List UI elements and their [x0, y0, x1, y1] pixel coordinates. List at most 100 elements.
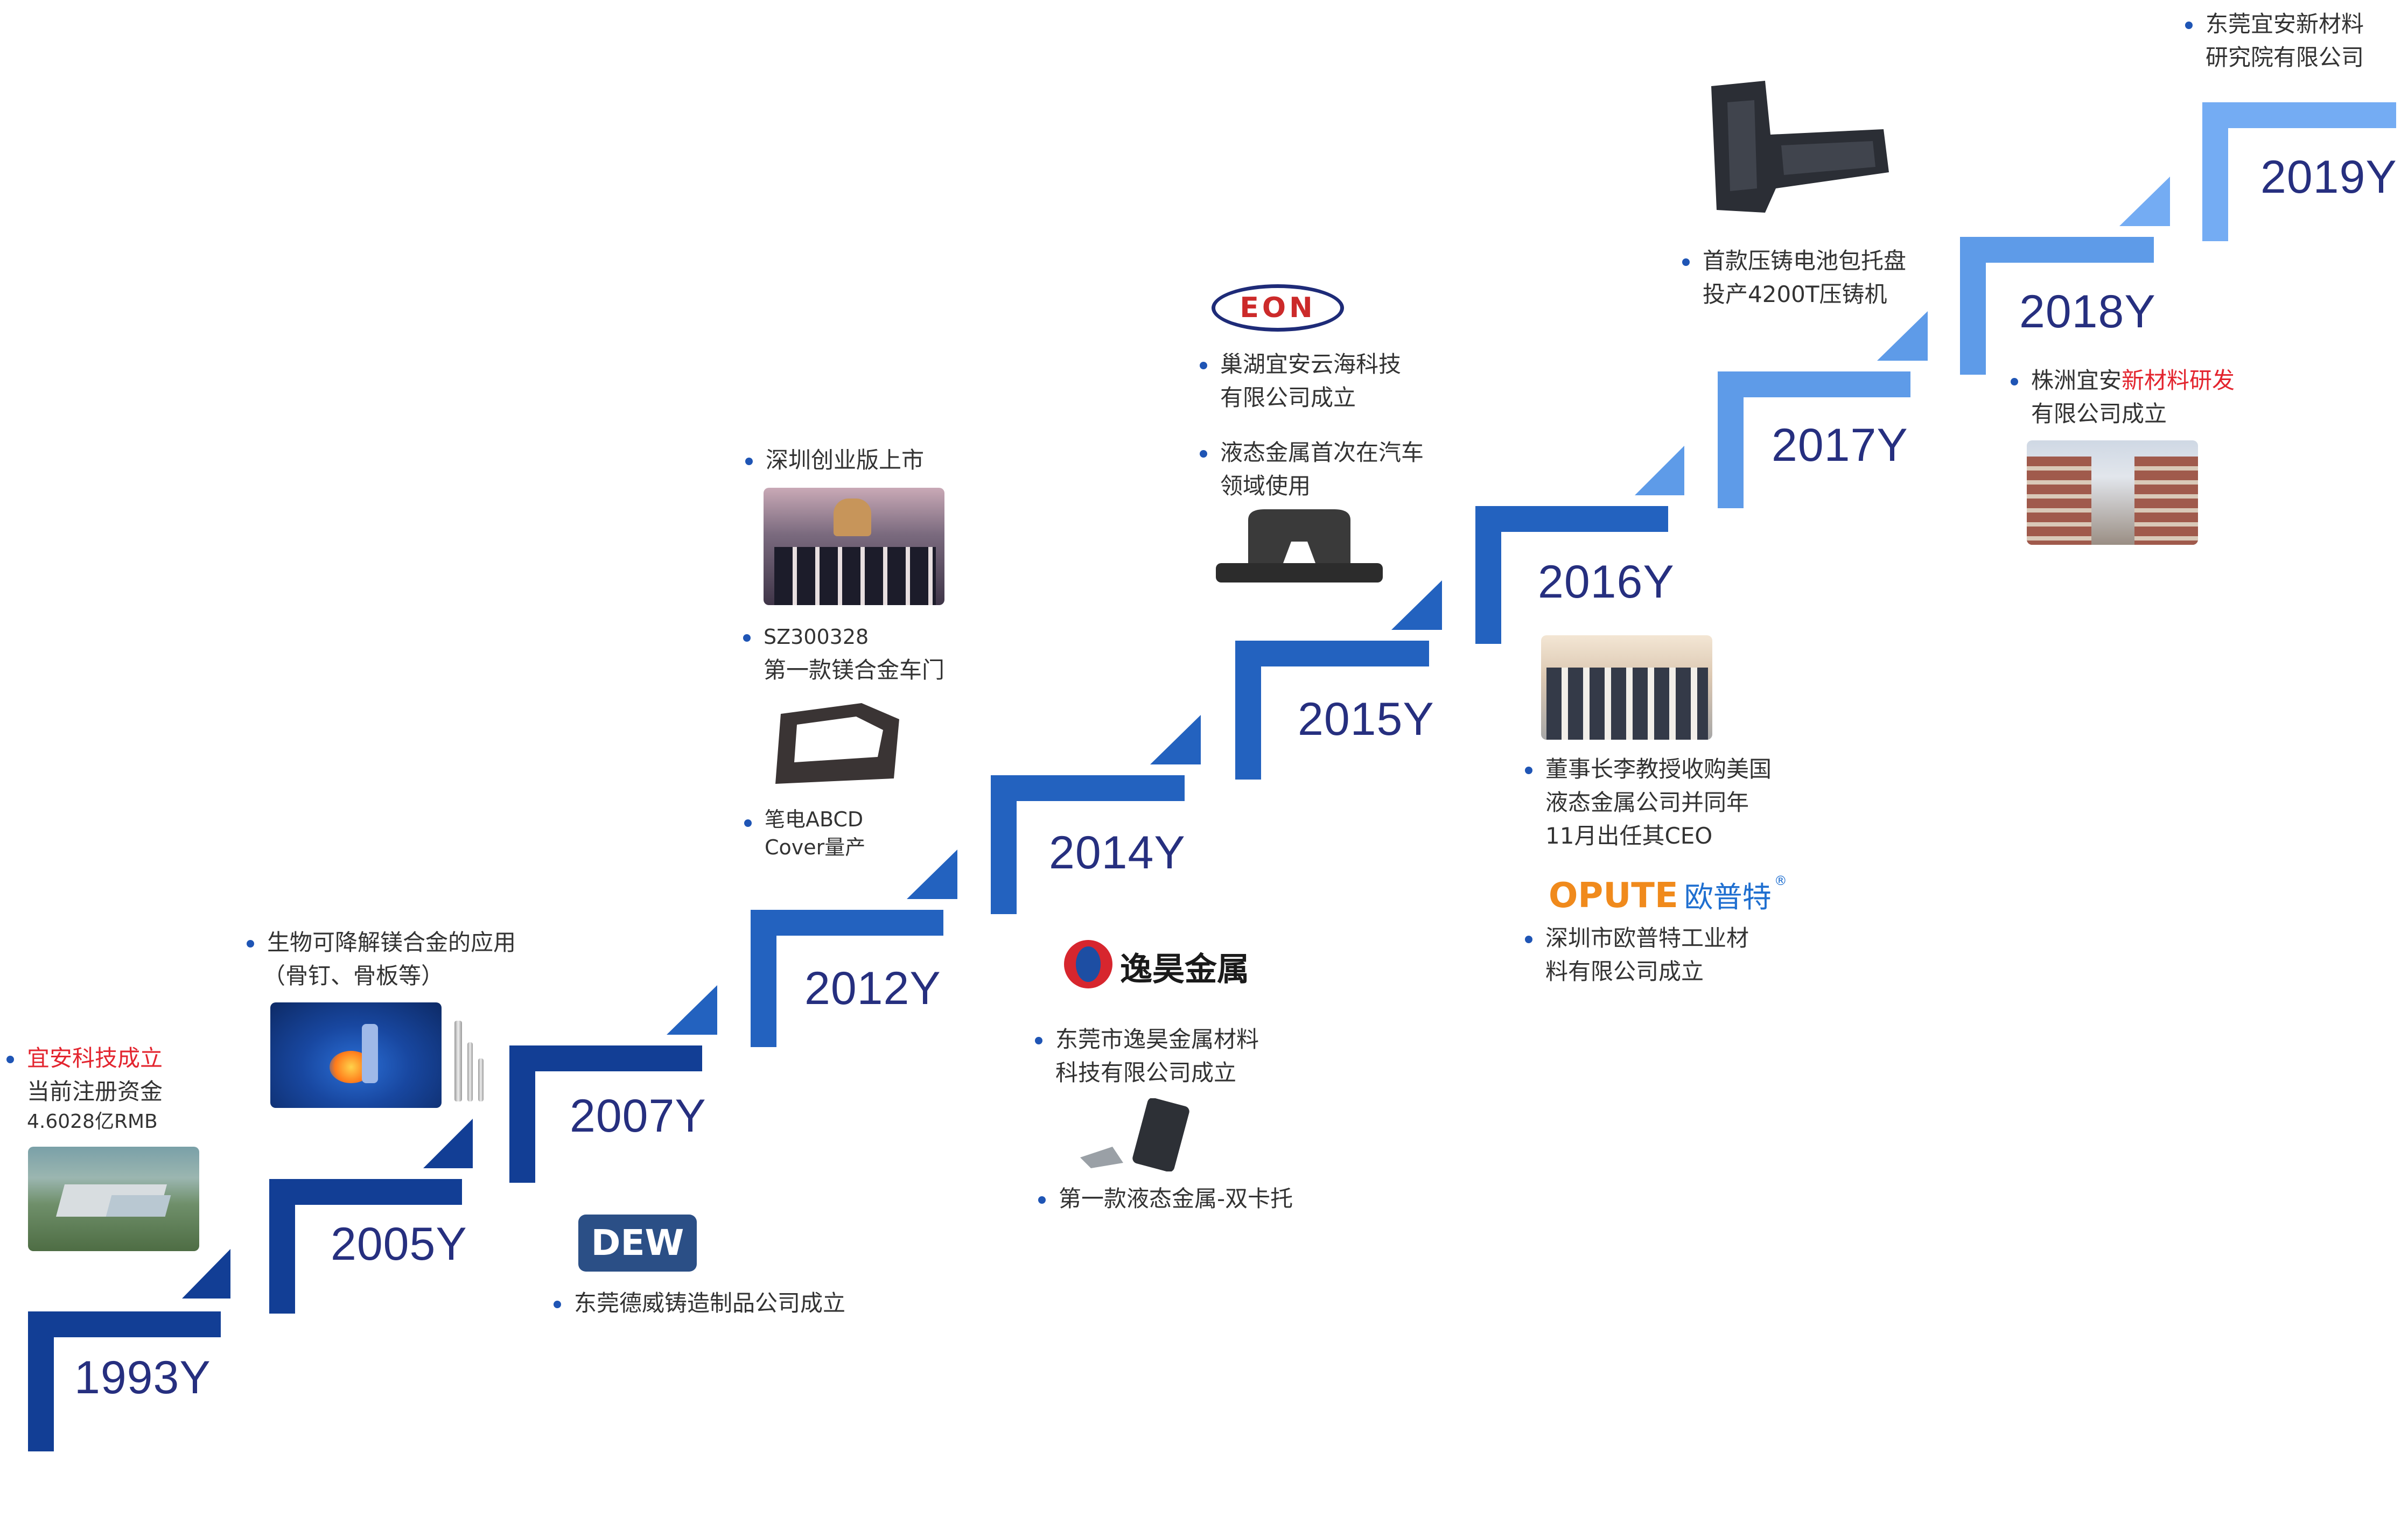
event-2016-item1-line3: 11月出任其CEO — [1545, 823, 1713, 849]
bullet-icon — [6, 1056, 14, 1063]
event-2016-item1: 董事长李教授收购美国 液态金属公司并同年 11月出任其CEO — [1525, 753, 1772, 853]
bullet-icon — [743, 634, 751, 642]
event-1993-line3: 4.6028亿RMB — [27, 1111, 158, 1133]
step-2018Y — [1960, 177, 2170, 375]
event-2005-line1: 生物可降解镁合金的应用 — [267, 929, 516, 956]
year-label-2007: 2007Y — [570, 1090, 706, 1142]
bullet-icon — [745, 458, 753, 465]
year-label-2016: 2016Y — [1538, 556, 1675, 608]
eon-logo-text: EON — [1240, 292, 1316, 324]
step-2007Y — [509, 985, 717, 1183]
event-2018-line1-a: 株洲宜安 — [2031, 367, 2122, 394]
event-2015-item2: 液态金属首次在汽车 领域使用 — [1200, 436, 1424, 503]
yihao-logo: 逸昊金属 — [1064, 938, 1249, 989]
step-arrow-triangle — [667, 985, 717, 1035]
car-door-shape — [775, 703, 899, 784]
year-label-2017: 2017Y — [1772, 419, 1908, 471]
event-2014-item2-text: 第一款液态金属-双卡托 — [1059, 1185, 1293, 1212]
card-tray-shape — [1080, 1098, 1189, 1171]
step-bracket — [1235, 641, 1429, 780]
step-arrow-triangle — [1391, 580, 1442, 630]
event-2012-item1: 深圳创业版上市 — [745, 444, 925, 477]
latch-part-shape — [1216, 509, 1383, 582]
event-2007: 东莞德威铸造制品公司成立 — [554, 1287, 846, 1320]
bullet-icon — [1682, 258, 1690, 266]
step-bracket — [2202, 102, 2396, 241]
step-2016Y — [1475, 446, 1684, 644]
step-bracket — [751, 910, 943, 1047]
battery-tray-shape — [1711, 81, 1889, 213]
event-2017: 首款压铸电池包托盘 投产4200T压铸机 — [1682, 244, 1906, 311]
opute-logo: OPUTE 欧普特 ® — [1549, 873, 1796, 918]
step-arrow-triangle — [1877, 311, 1928, 361]
opute-logo-cn: 欧普特 — [1684, 880, 1772, 914]
step-bracket — [991, 775, 1185, 914]
event-2018-line1: 株洲宜安新材料研发 — [2031, 364, 2235, 397]
battery-tray-image — [1706, 81, 1889, 215]
event-2016-item2: 深圳市欧普特工业材 料有限公司成立 — [1525, 922, 1749, 988]
event-2015-item2-line2: 领域使用 — [1220, 473, 1311, 499]
year-label-2018: 2018Y — [2019, 286, 2156, 338]
group-photo — [1541, 635, 1712, 740]
event-2012-item3-line1: 笔电ABCD — [765, 808, 864, 831]
step-2005Y — [269, 1119, 473, 1314]
year-label-2012: 2012Y — [804, 963, 941, 1014]
step-arrow-triangle — [182, 1249, 230, 1299]
dew-logo: DEW — [578, 1215, 697, 1272]
bone-screw-image — [451, 1021, 491, 1106]
year-label-2019: 2019Y — [2260, 151, 2397, 203]
step-1993Y — [28, 1249, 230, 1451]
event-2014-item2: 第一款液态金属-双卡托 — [1038, 1182, 1293, 1216]
event-2012-item3: 笔电ABCD Cover量产 — [744, 805, 865, 861]
event-2019: 东莞宜安新材料 研究院有限公司 — [2185, 8, 2364, 74]
event-2017-line2: 投产4200T压铸机 — [1703, 281, 1887, 307]
step-bracket — [28, 1311, 221, 1451]
step-2015Y — [1235, 580, 1442, 780]
bullet-icon — [2011, 378, 2018, 385]
step-arrow-triangle — [1150, 715, 1201, 764]
bell-ringing-photo — [764, 488, 944, 605]
event-2016-item1-line1: 董事长李教授收购美国 — [1545, 756, 1772, 782]
bullet-icon — [744, 819, 752, 827]
step-bracket — [1718, 371, 1910, 508]
bullet-icon — [1035, 1037, 1042, 1044]
event-2005-line2: （骨钉、骨板等） — [263, 963, 444, 989]
year-label-2014: 2014Y — [1049, 827, 1186, 879]
event-2012-item2-line2: 第一款镁合金车门 — [764, 657, 945, 683]
factory-photo — [28, 1147, 199, 1251]
event-2007-line1: 东莞德威铸造制品公司成立 — [574, 1290, 846, 1316]
bullet-icon — [1525, 936, 1532, 943]
event-1993: 宜安科技成立 当前注册资金 4.6028亿RMB — [6, 1042, 163, 1135]
yihao-logo-icon — [1064, 940, 1112, 988]
year-label-2005: 2005Y — [331, 1218, 467, 1270]
event-2014-item1-line1: 东莞市逸昊金属材料 — [1055, 1026, 1259, 1052]
building-photo — [2027, 440, 2198, 545]
bullet-icon — [1200, 450, 1207, 458]
event-2018-line2: 有限公司成立 — [2031, 401, 2167, 427]
bullet-icon — [1200, 362, 1207, 369]
event-2015-item1-line2: 有限公司成立 — [1220, 384, 1356, 411]
step-bracket — [509, 1045, 702, 1183]
step-arrow-triangle — [907, 850, 957, 899]
bullet-icon — [1038, 1196, 1046, 1204]
event-2018: 株洲宜安新材料研发 有限公司成立 — [2011, 364, 2235, 431]
latch-part-image — [1216, 509, 1383, 590]
step-arrow-triangle — [1635, 446, 1684, 495]
yihao-logo-text: 逸昊金属 — [1120, 951, 1249, 988]
step-bracket — [1475, 506, 1668, 644]
event-2012-item1-text: 深圳创业版上市 — [766, 447, 925, 473]
event-2014-item1-line2: 科技有限公司成立 — [1055, 1059, 1237, 1086]
step-bracket — [1960, 237, 2154, 375]
opute-logo-en: OPUTE — [1549, 876, 1678, 916]
event-2012-item2: SZ300328 第一款镁合金车门 — [743, 620, 945, 687]
step-2017Y — [1718, 311, 1928, 508]
step-arrow-triangle — [423, 1119, 473, 1168]
event-2005: 生物可降解镁合金的应用 （骨钉、骨板等） — [247, 926, 516, 993]
event-2016-item1-line2: 液态金属公司并同年 — [1545, 789, 1749, 816]
event-2014-item1: 东莞市逸昊金属材料 科技有限公司成立 — [1035, 1023, 1259, 1090]
event-1993-title: 宜安科技成立 — [27, 1045, 163, 1071]
car-door-image — [765, 698, 902, 791]
event-2016-item2-line1: 深圳市欧普特工业材 — [1545, 925, 1749, 951]
